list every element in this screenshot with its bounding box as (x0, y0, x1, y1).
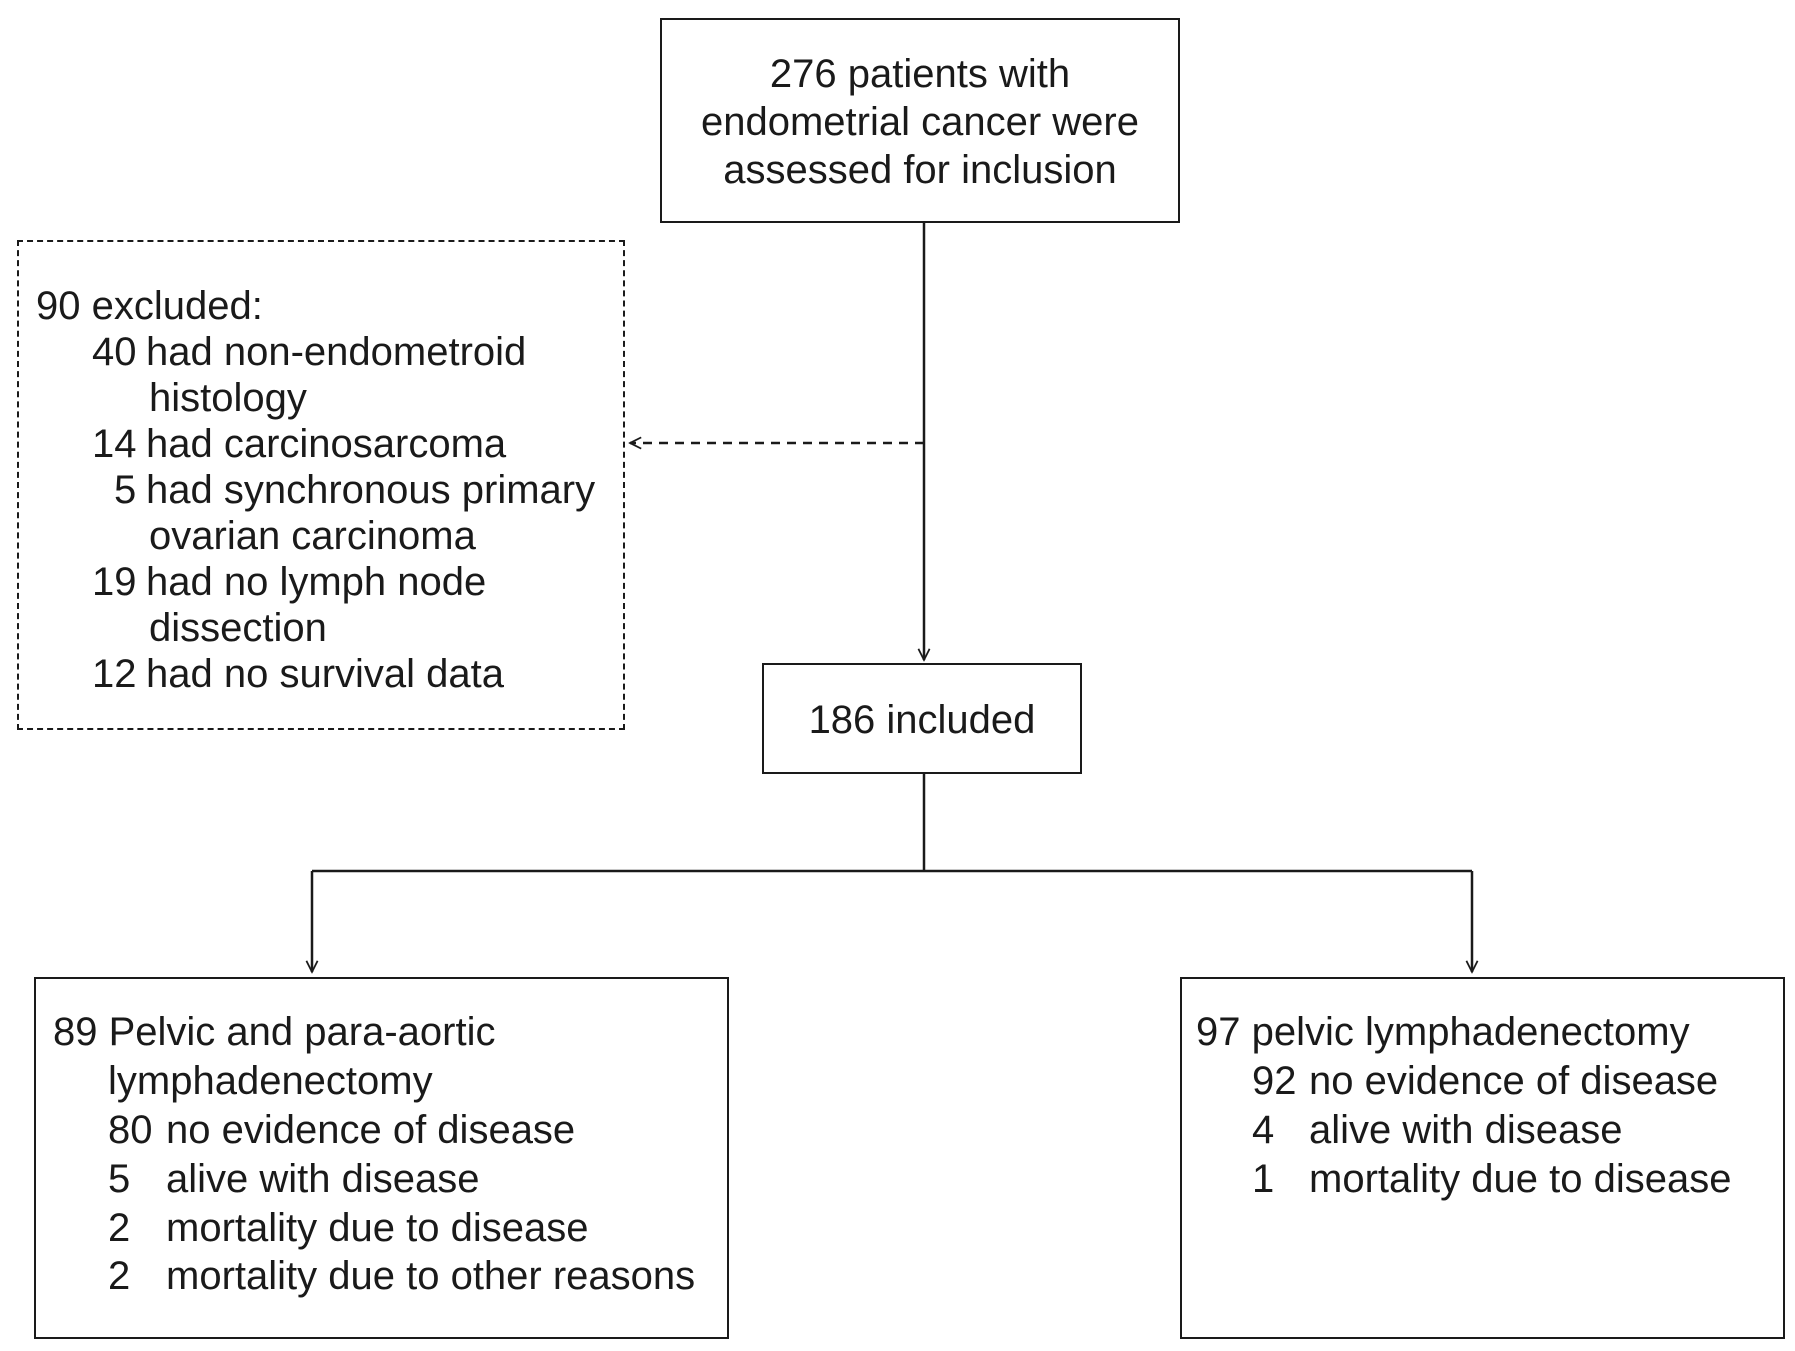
excluded-reason-cont: dissection (149, 606, 327, 650)
group-box-pelvic-para-aortic: 89 Pelvic and para-aortic lymphadenectom… (34, 977, 729, 1339)
outcome-label: alive with disease (1309, 1108, 1623, 1152)
outcome-count: 80 (108, 1108, 153, 1152)
excluded-reason: had no lymph node (146, 560, 487, 604)
outcome-count: 92 (1252, 1059, 1297, 1103)
excluded-reason-cont: histology (149, 376, 307, 420)
group-title-cont: lymphadenectomy (108, 1059, 433, 1103)
excluded-reason-cont: ovarian carcinoma (149, 514, 476, 558)
group-title: 89 Pelvic and para-aortic (53, 1010, 496, 1054)
outcome-count: 5 (108, 1157, 131, 1201)
outcome-label: mortality due to disease (166, 1206, 589, 1250)
excluded-reason: had carcinosarcoma (146, 422, 507, 466)
excluded-heading: 90 excluded: (36, 284, 263, 328)
screening-line-3: assessed for inclusion (723, 148, 1117, 192)
outcome-label: no evidence of disease (166, 1108, 576, 1152)
excluded-count: 40 (92, 330, 137, 374)
outcome-label: no evidence of disease (1309, 1059, 1719, 1103)
screening-box: 276 patients with endometrial cancer wer… (660, 18, 1180, 223)
excluded-count: 12 (92, 652, 137, 696)
outcome-label: alive with disease (166, 1157, 480, 1201)
excluded-box: 90 excluded: 40 had non-endometroid hist… (17, 240, 625, 730)
group-title: 97 pelvic lymphadenectomy (1196, 1010, 1690, 1054)
outcome-count: 1 (1252, 1157, 1275, 1201)
excluded-count: 5 (114, 468, 137, 512)
included-box: 186 included (762, 663, 1082, 774)
screening-line-2: endometrial cancer were (701, 100, 1139, 144)
excluded-reason: had synchronous primary (146, 468, 596, 512)
excluded-count: 14 (92, 422, 137, 466)
excluded-reason: had non-endometroid (146, 330, 527, 374)
outcome-label: mortality due to disease (1309, 1157, 1732, 1201)
excluded-count: 19 (92, 560, 137, 604)
outcome-count: 4 (1252, 1108, 1275, 1152)
included-label: 186 included (808, 698, 1036, 742)
excluded-reason: had no survival data (146, 652, 505, 696)
outcome-count: 2 (108, 1206, 131, 1250)
outcome-count: 2 (108, 1254, 131, 1298)
group-box-pelvic: 97 pelvic lymphadenectomy 92 no evidence… (1180, 977, 1785, 1339)
outcome-label: mortality due to other reasons (166, 1254, 696, 1298)
screening-line-1: 276 patients with (769, 52, 1071, 96)
